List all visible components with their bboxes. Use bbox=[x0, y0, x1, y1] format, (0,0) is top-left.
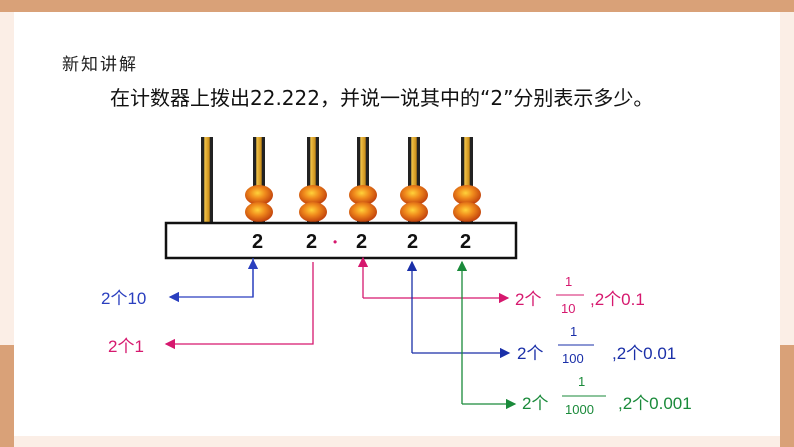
label-hundredths-numerator: 1 bbox=[570, 324, 577, 339]
bead bbox=[245, 185, 273, 205]
label-tenths-numerator: 1 bbox=[565, 274, 572, 289]
left-accent-band bbox=[0, 345, 14, 447]
bead bbox=[299, 185, 327, 205]
label-ones: 2个1 bbox=[108, 337, 144, 356]
question-text: 在计数器上拨出22.222，并说一说其中的“2”分别表示多少。 bbox=[110, 86, 654, 110]
top-border bbox=[0, 0, 794, 12]
bead bbox=[349, 202, 377, 222]
label-hundredths-suffix: ,2个0.01 bbox=[612, 344, 676, 363]
bead bbox=[453, 185, 481, 205]
right-accent-band bbox=[780, 345, 794, 447]
digit-tens: 2 bbox=[252, 231, 263, 253]
label-hundredths-denominator: 100 bbox=[562, 351, 584, 366]
label-thousandths-numerator: 1 bbox=[578, 374, 585, 389]
bead bbox=[349, 185, 377, 205]
bead bbox=[400, 202, 428, 222]
left-border bbox=[0, 12, 14, 447]
label-thousandths-prefix: 2个 bbox=[522, 394, 548, 413]
label-thousandths: 2个 1 1000 ,2个0.001 bbox=[522, 374, 692, 417]
digit-thousandths: 2 bbox=[460, 231, 471, 253]
label-hundredths: 2个 1 100 ,2个0.01 bbox=[517, 324, 676, 366]
label-tenths-suffix: ,2个0.1 bbox=[590, 290, 645, 309]
rod-hundreds bbox=[201, 137, 213, 223]
right-border bbox=[780, 12, 794, 447]
bead bbox=[245, 202, 273, 222]
label-thousandths-suffix: ,2个0.001 bbox=[618, 394, 692, 413]
label-tenths: 2个 1 10 ,2个0.1 bbox=[515, 274, 645, 316]
label-hundredths-prefix: 2个 bbox=[517, 344, 543, 363]
digit-hundredths: 2 bbox=[407, 231, 418, 253]
bead bbox=[400, 185, 428, 205]
label-tenths-denominator: 10 bbox=[561, 301, 575, 316]
bead bbox=[453, 202, 481, 222]
decimal-point: • bbox=[333, 235, 337, 249]
bead bbox=[299, 202, 327, 222]
label-tenths-prefix: 2个 bbox=[515, 290, 541, 309]
section-label: 新知讲解 bbox=[62, 55, 138, 75]
abacus-base bbox=[164, 221, 518, 260]
arrow-tens bbox=[168, 258, 254, 303]
beads bbox=[245, 185, 481, 222]
label-tens: 2个10 bbox=[101, 289, 146, 308]
digit-tenths: 2 bbox=[356, 231, 367, 253]
arrow-ones bbox=[164, 262, 314, 350]
digit-ones: 2 bbox=[306, 231, 317, 253]
label-thousandths-denominator: 1000 bbox=[565, 402, 594, 417]
